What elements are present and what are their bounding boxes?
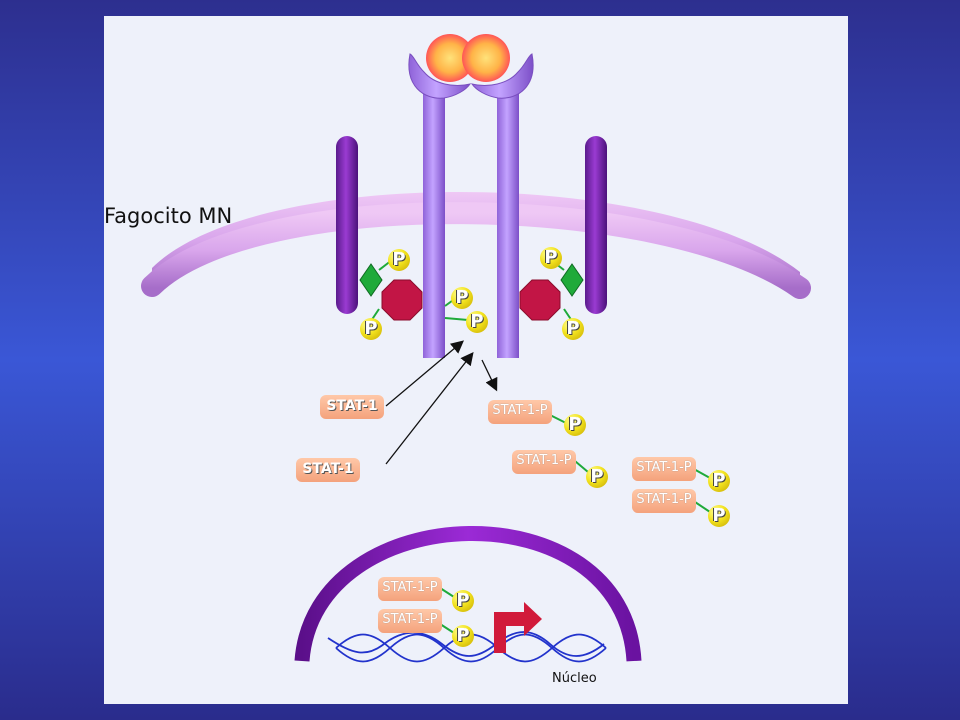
stat1-unphosphorylated-lower: STAT-1 <box>296 458 360 482</box>
receptor-left-cap <box>408 53 472 99</box>
receptor-right-cap <box>470 53 534 99</box>
cell-membrane-body <box>141 202 811 299</box>
release-arrow <box>481 359 498 392</box>
stat1-unphosphorylated-upper: STAT-1 <box>320 395 384 419</box>
phosphate-stat1-monomer-2: P <box>586 466 608 488</box>
phosphate-receptor-right-top: P <box>540 247 562 269</box>
adaptor-right-diamond <box>560 263 584 297</box>
phosphate-stat1-monomer-1: P <box>564 414 586 436</box>
phosphate-stat1-dimer-lower: P <box>708 505 730 527</box>
phosphate-stat1-nuclear-upper: P <box>452 590 474 612</box>
signaling-diagram <box>141 34 811 663</box>
receptor-right-outer-chain <box>585 136 607 314</box>
adaptor-left-diamond <box>359 263 383 297</box>
stat1-dimer-lower: STAT-1-P <box>632 489 696 513</box>
phosphate-receptor-right-bottom: P <box>562 318 584 340</box>
stat1-phosphorylated-monomer-1: STAT-1-P <box>488 400 552 424</box>
jak-kinase-left <box>381 279 423 321</box>
activation-arrows <box>385 340 498 465</box>
nucleus-envelope <box>294 526 642 662</box>
receptor-left-inner-chain <box>423 92 445 358</box>
recruitment-arrow-lower <box>385 351 474 465</box>
phosphate-receptor-left-top: P <box>388 249 410 271</box>
ligand-left-subunit <box>426 34 474 82</box>
diagram-panel: Fagocito MN Núcleo P P P P P P STAT-1 ST… <box>104 16 848 704</box>
stat1-nuclear-dimer-lower: STAT-1-P <box>378 609 442 633</box>
receptor-left-outer-chain <box>336 136 358 314</box>
jak-kinase-right <box>519 279 561 321</box>
phosphate-stat1-dimer-upper: P <box>708 470 730 492</box>
phosphate-receptor-center-top: P <box>451 287 473 309</box>
phosphate-stat1-nuclear-lower: P <box>452 625 474 647</box>
stat1-nuclear-dimer-upper: STAT-1-P <box>378 577 442 601</box>
recruitment-arrow-upper <box>385 340 464 407</box>
phosphate-receptor-center-bottom: P <box>466 311 488 333</box>
stat1-dimer-upper: STAT-1-P <box>632 457 696 481</box>
receptor-right-inner-chain <box>497 92 519 358</box>
stat1-phosphorylated-monomer-2: STAT-1-P <box>512 450 576 474</box>
cell-label: Fagocito MN <box>104 204 233 228</box>
transcription-arrow-icon <box>494 602 542 653</box>
phosphate-receptor-left-bottom: P <box>360 318 382 340</box>
nucleus-label: Núcleo <box>552 671 597 686</box>
ligand-right-subunit <box>462 34 510 82</box>
